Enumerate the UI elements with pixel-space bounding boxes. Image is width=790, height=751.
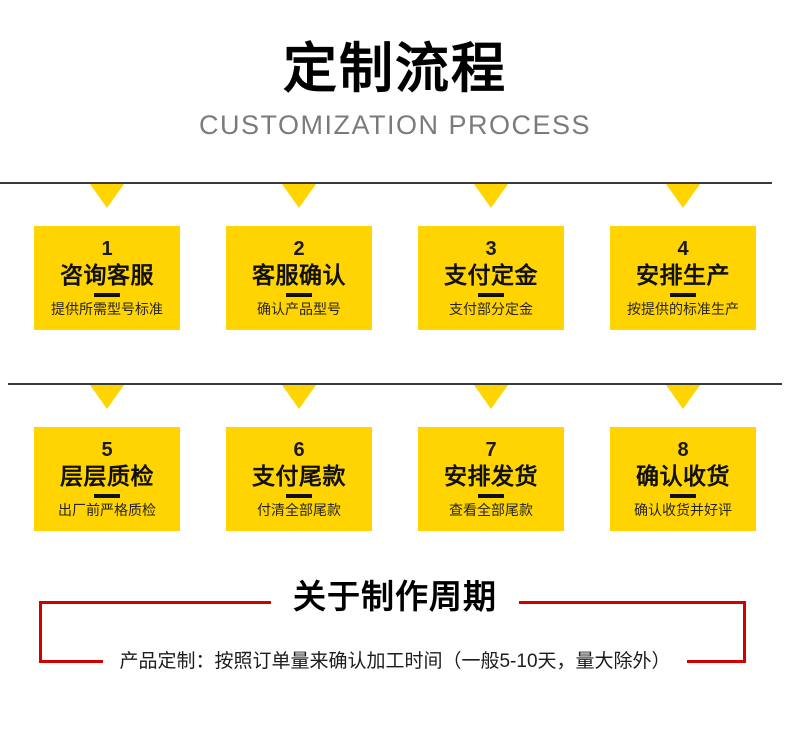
step-number: 7 [485,439,497,461]
row-divider-line [8,383,782,385]
step-title: 安排发货 [444,463,538,489]
triangle-down-icon [282,184,316,208]
process-row-2: 5 层层质检 出厂前严格质检 6 支付尾款 付清全部尾款 7 安排发货 查看全部… [0,383,790,531]
step-title: 安排生产 [636,262,730,288]
process-step-6[interactable]: 6 支付尾款 付清全部尾款 [226,383,372,531]
note-title-text: 关于制作周期 [271,575,519,619]
step-card[interactable]: 6 支付尾款 付清全部尾款 [226,427,372,531]
step-title: 支付定金 [444,262,538,288]
step-divider [94,293,120,297]
step-description: 确认收货并好评 [634,502,732,518]
step-card[interactable]: 7 安排发货 查看全部尾款 [418,427,564,531]
note-title: 关于制作周期 [0,575,790,619]
step-description: 按提供的标准生产 [627,301,739,317]
step-description: 付清全部尾款 [257,502,341,518]
process-row-1: 1 咨询客服 提供所需型号标准 2 客服确认 确认产品型号 3 支付定金 支付部… [0,182,790,330]
step-divider [94,494,120,498]
step-description: 确认产品型号 [257,301,341,317]
process-step-3[interactable]: 3 支付定金 支付部分定金 [418,182,564,330]
triangle-down-icon [90,184,124,208]
step-divider [478,494,504,498]
step-title: 客服确认 [252,262,346,288]
step-divider [670,293,696,297]
process-step-2[interactable]: 2 客服确认 确认产品型号 [226,182,372,330]
step-card[interactable]: 1 咨询客服 提供所需型号标准 [34,226,180,330]
triangle-down-icon [474,184,508,208]
step-title: 确认收货 [636,463,730,489]
step-card[interactable]: 5 层层质检 出厂前严格质检 [34,427,180,531]
step-card[interactable]: 2 客服确认 确认产品型号 [226,226,372,330]
step-title: 咨询客服 [60,262,154,288]
note-body: 产品定制：按照订单量来确认加工时间（一般5-10天，量大除外） [0,649,790,675]
step-divider [286,494,312,498]
page-subtitle: CUSTOMIZATION PROCESS [198,110,592,140]
step-description: 提供所需型号标准 [51,301,163,317]
triangle-down-icon [90,385,124,409]
note-body-text: 产品定制：按照订单量来确认加工时间（一般5-10天，量大除外） [103,649,687,675]
triangle-down-icon [666,385,700,409]
page-header: 定制流程 CUSTOMIZATION PROCESS [0,0,790,142]
step-description: 支付部分定金 [449,301,533,317]
process-step-4[interactable]: 4 安排生产 按提供的标准生产 [610,182,756,330]
step-card[interactable]: 8 确认收货 确认收货并好评 [610,427,756,531]
step-title: 支付尾款 [252,463,346,489]
step-divider [670,494,696,498]
step-number: 2 [293,238,305,260]
step-number: 8 [677,439,689,461]
step-number: 5 [101,439,113,461]
process-step-5[interactable]: 5 层层质检 出厂前严格质检 [34,383,180,531]
production-cycle-note: 关于制作周期 产品定制：按照订单量来确认加工时间（一般5-10天，量大除外） [0,571,790,681]
step-divider [478,293,504,297]
triangle-down-icon [282,385,316,409]
step-description: 出厂前严格质检 [58,502,156,518]
row-divider-line [0,182,772,184]
step-card[interactable]: 3 支付定金 支付部分定金 [418,226,564,330]
triangle-down-icon [666,184,700,208]
step-number: 3 [485,238,497,260]
step-number: 1 [101,238,113,260]
process-step-7[interactable]: 7 安排发货 查看全部尾款 [418,383,564,531]
process-cards-row-1: 1 咨询客服 提供所需型号标准 2 客服确认 确认产品型号 3 支付定金 支付部… [0,182,790,330]
step-title: 层层质检 [60,463,154,489]
process-step-1[interactable]: 1 咨询客服 提供所需型号标准 [34,182,180,330]
triangle-down-icon [474,385,508,409]
step-divider [286,293,312,297]
step-number: 6 [293,439,305,461]
step-description: 查看全部尾款 [449,502,533,518]
process-step-8[interactable]: 8 确认收货 确认收货并好评 [610,383,756,531]
step-card[interactable]: 4 安排生产 按提供的标准生产 [610,226,756,330]
process-cards-row-2: 5 层层质检 出厂前严格质检 6 支付尾款 付清全部尾款 7 安排发货 查看全部… [0,383,790,531]
step-number: 4 [677,238,689,260]
page-title: 定制流程 [283,39,507,99]
